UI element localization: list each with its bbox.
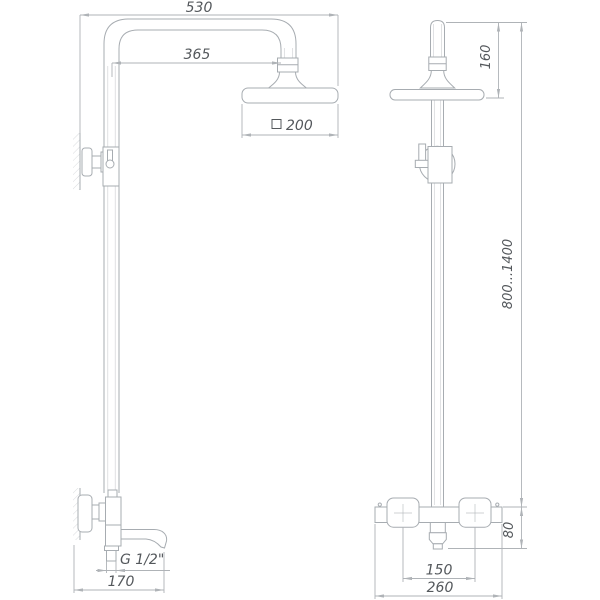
dimension-arrow [375,594,384,598]
arm-end-cap [430,19,445,58]
square-dimension-icon [271,119,282,129]
front-view: 530 365 200 G 1/2" 170 [73,0,339,593]
shower-head-front [241,87,339,104]
dim-label-80: 80 [502,522,517,539]
slider-sleeve [427,146,453,184]
dimension-arrow [519,22,524,32]
dimension-arrow [496,89,501,98]
dimension-arrow [493,594,502,598]
head-cone-side [419,70,456,89]
dim-label-200: 200 [286,118,313,134]
shower-arm-inner [118,29,282,64]
wall-hatching-lower [73,488,80,540]
dimension-arrow [74,588,83,592]
dimension-arrow [496,22,501,32]
dimension-arrow [519,507,524,516]
dimension-arrow [116,568,125,573]
slider-knob [105,159,115,169]
bracket-flange [81,147,93,177]
bracket-arm [91,155,102,169]
dimension-arrow [329,13,338,17]
mixer-neck [107,489,118,498]
dimension-arrow [519,498,524,507]
dimension-arrow [466,576,475,581]
wall-hatching-upper [73,133,80,190]
body-screw [377,502,382,507]
dim-label-170: 170 [108,574,135,590]
dim-label-height: 800...1400 [501,239,516,309]
dim-label-thread: G 1/2" [120,552,164,568]
body-screw [495,502,500,507]
outlet-connector [429,522,446,534]
dim-label-365: 365 [184,47,211,63]
mixer-body-side [105,496,122,547]
dimension-arrow [403,576,412,581]
head-cone [267,71,308,89]
outlet-step [104,545,119,551]
shower-arm-outer [103,18,297,64]
dimension-arrow [97,568,107,573]
dim-label-530: 530 [186,0,213,16]
thread-nipple [106,550,117,562]
dimension-arrow [329,133,338,137]
dimension-arrow [242,133,251,137]
mixer-wall-flange [77,494,93,533]
mixer-wall-collar [98,502,106,522]
side-view: 160 800...1400 80 150 260 [374,19,527,599]
dimension-arrow [80,13,89,17]
outlet-nut [428,532,447,545]
dim-label-150: 150 [426,563,453,579]
dimension-arrow [519,539,524,549]
dim-label-160: 160 [479,45,494,70]
shower-head-side [389,89,485,101]
dimension-arrow [272,61,281,65]
dimension-arrow [155,588,164,592]
dimension-arrow [112,61,121,65]
mixer-wall-arm [91,504,100,520]
outlet-tip [432,543,443,550]
tub-spout [120,529,168,549]
dim-label-260: 260 [427,580,454,596]
